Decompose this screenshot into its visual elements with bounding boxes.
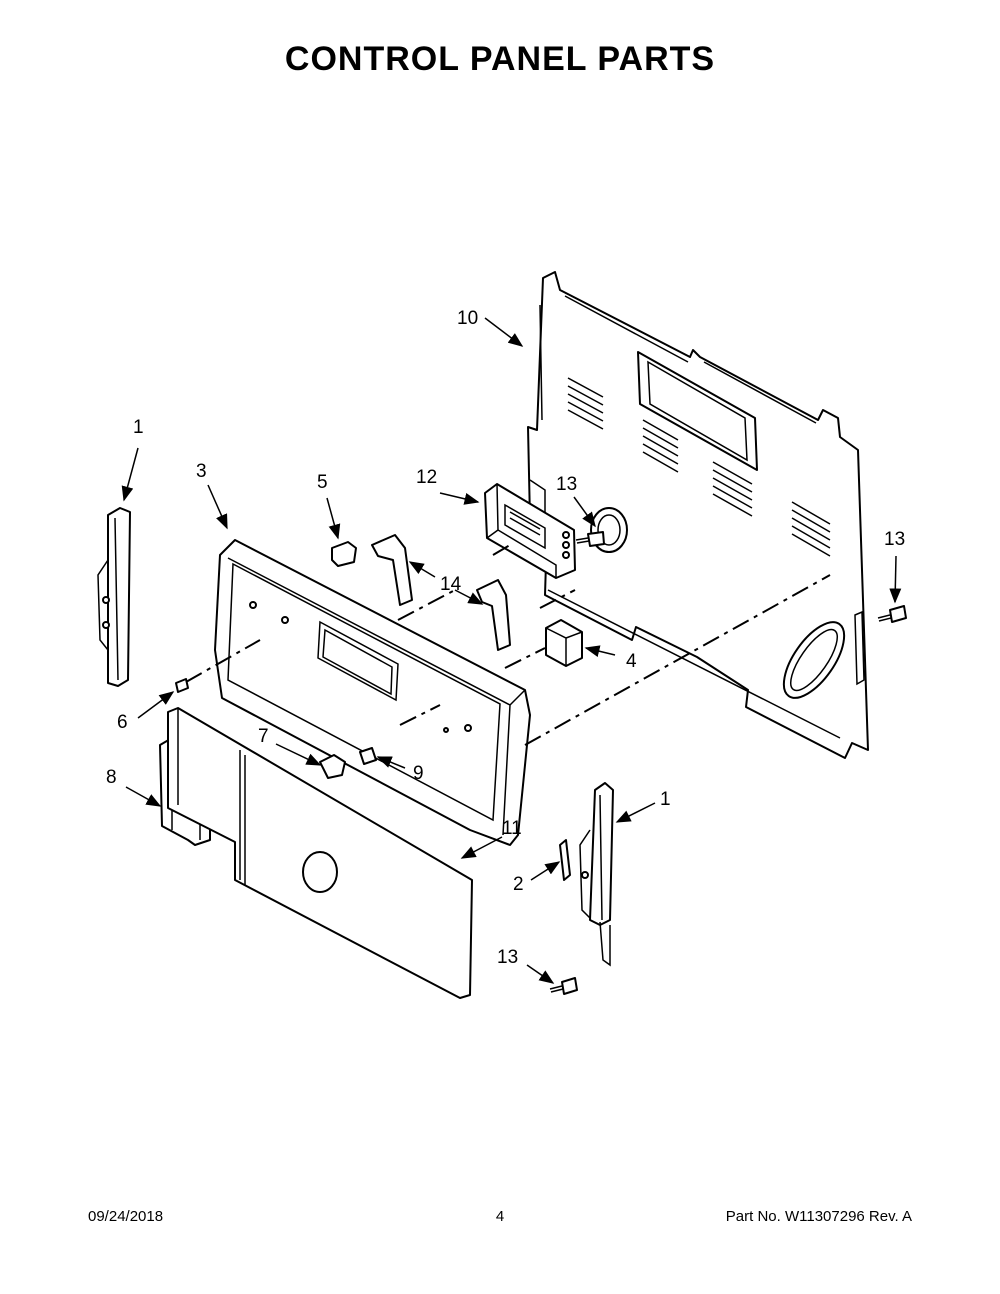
bracket-upper [371, 534, 413, 606]
panel-opening [782, 621, 846, 699]
callout-13-right: 13 [884, 529, 905, 550]
side-trim-right [579, 782, 614, 967]
page-title: CONTROL PANEL PARTS [284, 40, 716, 78]
bracket-lower [476, 579, 511, 651]
relay-block [545, 619, 583, 667]
callout-12: 12 [416, 467, 437, 488]
footer-page-number: 4 [495, 1208, 505, 1225]
callout-9: 9 [413, 763, 424, 784]
side-trim-left [97, 507, 131, 687]
callout-13-bottom: 13 [497, 947, 518, 968]
rear-panel [527, 271, 869, 759]
control-panel-console [214, 539, 531, 846]
screw-13-board [575, 531, 605, 547]
callout-6: 6 [117, 712, 128, 733]
vent-slots [567, 377, 831, 557]
control-board [484, 483, 576, 579]
callout-arrows [121, 317, 902, 984]
callout-8: 8 [106, 767, 117, 788]
screw-13-right [877, 605, 907, 623]
footer-part-number: Part No. W11307296 Rev. A [725, 1208, 912, 1225]
knob [319, 754, 346, 779]
switch [331, 541, 357, 567]
screw-13-bottom [549, 977, 578, 995]
callout-1-left: 1 [133, 417, 144, 438]
assembly-lines [185, 544, 831, 746]
callout-labels: 1 3 5 12 10 13 13 14 4 6 7 9 8 11 1 2 13 [106, 308, 905, 968]
callout-10: 10 [457, 308, 478, 329]
callout-14: 14 [440, 574, 462, 595]
screw-6 [175, 678, 189, 693]
callout-5: 5 [317, 472, 328, 493]
callout-3: 3 [196, 461, 207, 482]
callout-1-right: 1 [660, 789, 671, 810]
lower-front-panel [167, 707, 473, 999]
callout-7: 7 [258, 726, 269, 747]
callout-11: 11 [502, 818, 522, 839]
footer-date: 09/24/2018 [88, 1208, 164, 1225]
callout-2: 2 [513, 874, 524, 895]
callout-4: 4 [626, 651, 637, 672]
callout-13-board: 13 [556, 474, 577, 495]
display-window [637, 351, 758, 471]
clip [559, 839, 571, 881]
screw-9 [359, 747, 377, 765]
